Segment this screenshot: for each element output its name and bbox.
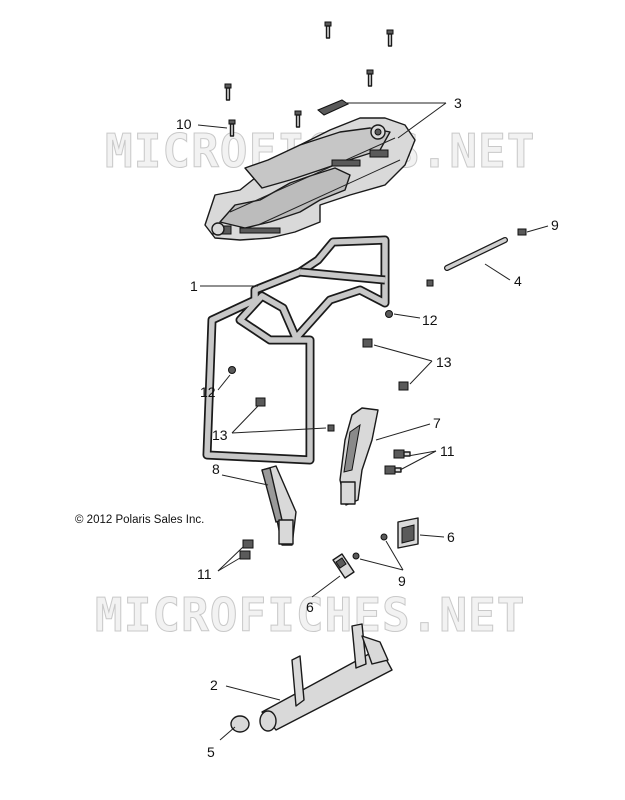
screw <box>324 21 332 39</box>
callout-11-left: 11 <box>197 566 212 582</box>
callout-6-upper: 6 <box>447 529 455 545</box>
callout-2: 2 <box>210 677 218 693</box>
lower-bar <box>259 623 393 732</box>
callout-12-left: 12 <box>200 384 216 400</box>
bolt-11-right-b <box>384 465 402 475</box>
callout-3: 3 <box>454 95 462 111</box>
fastener-9-a <box>380 533 388 541</box>
bracket-8 <box>261 465 297 546</box>
bolt-11-right-a <box>393 449 411 459</box>
screw-group-top <box>224 21 394 137</box>
decal-plate <box>317 99 350 116</box>
frame-tube <box>202 235 390 465</box>
clamp-6-upper <box>397 517 419 549</box>
callout-11-right: 11 <box>440 443 455 459</box>
callout-5: 5 <box>207 744 215 760</box>
bolt-11-left-a <box>242 539 254 549</box>
callout-13-left: 13 <box>212 427 228 443</box>
fastener-12-right <box>385 310 393 318</box>
callout-8: 8 <box>212 461 220 477</box>
callout-9-top: 9 <box>551 217 559 233</box>
callout-1: 1 <box>190 278 198 294</box>
callouts: 1 2 3 4 5 6 6 7 8 9 9 10 11 11 12 12 13 … <box>176 95 559 760</box>
fastener-13-c <box>255 397 266 407</box>
leader-lines <box>197 102 549 741</box>
callout-6-lower: 6 <box>306 599 314 615</box>
bolt-11-left-b <box>239 550 251 560</box>
rod <box>444 237 508 271</box>
fastener-13-a <box>362 338 373 348</box>
callout-9-bottom: 9 <box>398 573 406 589</box>
fastener-9-top <box>517 228 527 236</box>
rack-assembly <box>204 117 416 241</box>
watermark-bottom: MICROFICHES.NET <box>95 588 525 642</box>
copyright-notice: © 2012 Polaris Sales Inc. <box>75 514 204 526</box>
screw <box>228 119 236 137</box>
end-cap <box>230 715 250 733</box>
clamp-6-lower <box>332 553 355 579</box>
callout-12-right: 12 <box>422 312 438 328</box>
screw <box>366 69 374 87</box>
fastener-9-b <box>352 552 360 560</box>
callout-10: 10 <box>176 116 192 132</box>
callout-13-right: 13 <box>436 354 452 370</box>
callout-7: 7 <box>433 415 441 431</box>
fastener-4-end <box>426 279 434 287</box>
fastener-13-d <box>327 424 335 432</box>
callout-4: 4 <box>514 273 522 289</box>
screw <box>224 83 232 101</box>
fastener-12-left <box>228 366 236 374</box>
fastener-13-b <box>398 381 409 391</box>
screw <box>294 110 302 128</box>
bracket-7 <box>339 407 379 506</box>
screw <box>386 29 394 47</box>
